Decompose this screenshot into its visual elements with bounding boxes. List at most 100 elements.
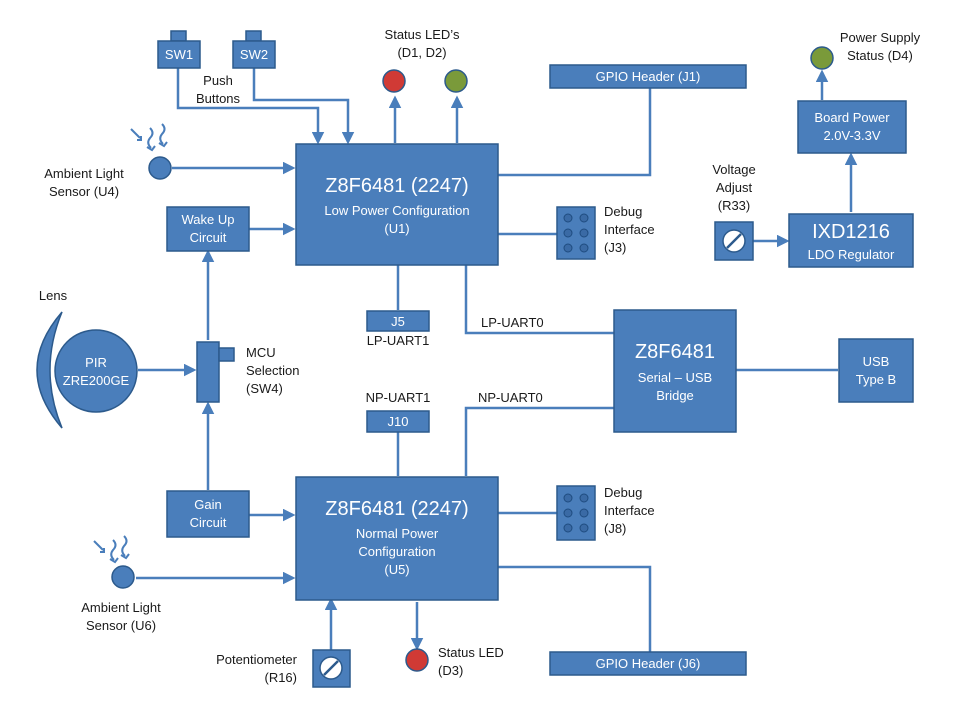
j10-connector: J10 bbox=[366, 410, 430, 433]
mcu-u5-line1: Normal Power bbox=[356, 526, 439, 541]
power-status-label-1: Power Supply bbox=[840, 30, 921, 45]
gpio-j6-box bbox=[549, 651, 747, 676]
pir-label-2: ZRE200GE bbox=[63, 373, 130, 388]
j10-label: J10 bbox=[388, 414, 409, 429]
sw1-box bbox=[157, 40, 201, 69]
usb-line1: USB bbox=[863, 354, 890, 369]
wire-lp-uart0 bbox=[464, 265, 614, 335]
ldo-box bbox=[788, 213, 914, 268]
sw1-button: SW1 bbox=[157, 30, 201, 69]
voltage-adjust-label-3: (R33) bbox=[718, 198, 751, 213]
push-buttons-label-1: Push bbox=[203, 73, 233, 88]
debug-j3-label-1: Debug bbox=[604, 204, 642, 219]
board-power-block: Board Power 2.0V-3.3V bbox=[797, 100, 907, 154]
debug-j3-label-2: Interface bbox=[604, 222, 655, 237]
mcu-u5-line2: Configuration bbox=[358, 544, 435, 559]
j10-box bbox=[366, 410, 430, 433]
gpio-j1-block: GPIO Header (J1) bbox=[549, 64, 747, 89]
wakeup-circuit-block: Wake Up Circuit bbox=[166, 206, 250, 252]
bridge-line1: Serial – USB bbox=[638, 370, 712, 385]
trimmer-r33-icon bbox=[714, 221, 754, 261]
lens-icon bbox=[36, 311, 63, 429]
potentiometer-r16-icon bbox=[312, 649, 351, 688]
debug-j3-connector-icon bbox=[556, 206, 596, 260]
light-rays-u6-icon bbox=[93, 535, 130, 564]
ambient-u4-label-1: Ambient Light bbox=[44, 166, 124, 181]
mcu-u1-title: Z8F6481 (2247) bbox=[325, 175, 468, 197]
wire-sw2-to-u1 bbox=[252, 68, 355, 145]
sw2-cap bbox=[245, 30, 262, 42]
ldo-block: IXD1216 LDO Regulator bbox=[788, 213, 914, 268]
light-rays-u4-icon bbox=[130, 123, 168, 152]
usb-block: USB Type B bbox=[838, 338, 914, 403]
gpio-j1-label: GPIO Header (J1) bbox=[596, 69, 701, 84]
bridge-title: Z8F6481 bbox=[635, 341, 715, 363]
led-d4-green bbox=[810, 46, 834, 70]
ambient-u6-label-1: Ambient Light bbox=[81, 600, 161, 615]
np-uart1-label: NP-UART1 bbox=[366, 390, 431, 405]
j5-label: J5 bbox=[391, 314, 405, 329]
led-d1-red bbox=[382, 69, 406, 93]
j5-box bbox=[366, 310, 430, 332]
sw2-box bbox=[232, 40, 276, 69]
mcu-u5-box bbox=[295, 476, 499, 601]
mcu-u5-block: Z8F6481 (2247) Normal Power Configuratio… bbox=[295, 476, 499, 601]
board-power-line1: Board Power bbox=[814, 110, 890, 125]
mcu-selection-label-3: (SW4) bbox=[246, 381, 283, 396]
wire-np-uart0 bbox=[464, 406, 614, 476]
board-power-line2: 2.0V-3.3V bbox=[823, 128, 880, 143]
usb-line2: Type B bbox=[856, 372, 896, 387]
wire-u5-to-gpio-j6 bbox=[498, 565, 652, 652]
mcu-selection-switch-icon bbox=[196, 341, 235, 403]
gpio-j6-block: GPIO Header (J6) bbox=[549, 651, 747, 676]
ambient-sensor-u6-icon bbox=[111, 565, 135, 589]
led-d2-green bbox=[444, 69, 468, 93]
potentiometer-label-2: (R16) bbox=[264, 670, 297, 685]
status-led-d3-label-1: Status LED bbox=[438, 645, 504, 660]
bridge-block: Z8F6481 Serial – USB Bridge bbox=[613, 309, 737, 433]
ldo-title: IXD1216 bbox=[812, 221, 890, 243]
status-leds-label-1: Status LED’s bbox=[385, 27, 460, 42]
mcu-u5-line3: (U5) bbox=[384, 562, 409, 577]
gpio-j1-box bbox=[549, 64, 747, 89]
status-led-d3-label-2: (D3) bbox=[438, 663, 463, 678]
sw2-label: SW2 bbox=[240, 47, 268, 62]
mcu-u1-block: Z8F6481 (2247) Low Power Configuration (… bbox=[295, 143, 499, 266]
mcu-u1-line1: Low Power Configuration bbox=[324, 203, 469, 218]
gain-label-1: Gain bbox=[194, 497, 221, 512]
mcu-u5-title: Z8F6481 (2247) bbox=[325, 498, 468, 520]
mcu-u1-line2: (U1) bbox=[384, 221, 409, 236]
pir-label-1: PIR bbox=[85, 355, 107, 370]
voltage-adjust-label-1: Voltage bbox=[712, 162, 755, 177]
status-leds-label-2: (D1, D2) bbox=[397, 45, 446, 60]
bridge-box bbox=[613, 309, 737, 433]
power-status-label-2: Status (D4) bbox=[847, 48, 913, 63]
ambient-sensor-u4-icon bbox=[148, 156, 172, 180]
debug-j8-label-2: Interface bbox=[604, 503, 655, 518]
wire-sw1-to-u1 bbox=[176, 68, 325, 145]
usb-box bbox=[838, 338, 914, 403]
ldo-line1: LDO Regulator bbox=[808, 247, 895, 262]
mcu-u1-box bbox=[295, 143, 499, 266]
ambient-u4-label-2: Sensor (U4) bbox=[49, 184, 119, 199]
lp-uart0-label: LP-UART0 bbox=[481, 315, 544, 330]
np-uart0-label: NP-UART0 bbox=[478, 390, 543, 405]
sw1-label: SW1 bbox=[165, 47, 193, 62]
sw1-cap bbox=[170, 30, 187, 42]
mcu-selection-label-2: Selection bbox=[246, 363, 299, 378]
voltage-adjust-label-2: Adjust bbox=[716, 180, 753, 195]
board-power-box bbox=[797, 100, 907, 154]
bridge-line2: Bridge bbox=[656, 388, 694, 403]
sw2-button: SW2 bbox=[232, 30, 276, 69]
wakeup-label-2: Circuit bbox=[190, 230, 227, 245]
gain-box bbox=[166, 490, 250, 538]
wakeup-box bbox=[166, 206, 250, 252]
pir-sensor-circle bbox=[54, 329, 138, 413]
mcu-selection-label-1: MCU bbox=[246, 345, 276, 360]
push-buttons-label-2: Buttons bbox=[196, 91, 241, 106]
connection-lines bbox=[136, 68, 858, 652]
wire-u1-to-gpio-j1 bbox=[498, 88, 652, 177]
lp-uart1-label: LP-UART1 bbox=[367, 333, 430, 348]
ambient-u6-label-2: Sensor (U6) bbox=[86, 618, 156, 633]
lens-label: Lens bbox=[39, 288, 68, 303]
